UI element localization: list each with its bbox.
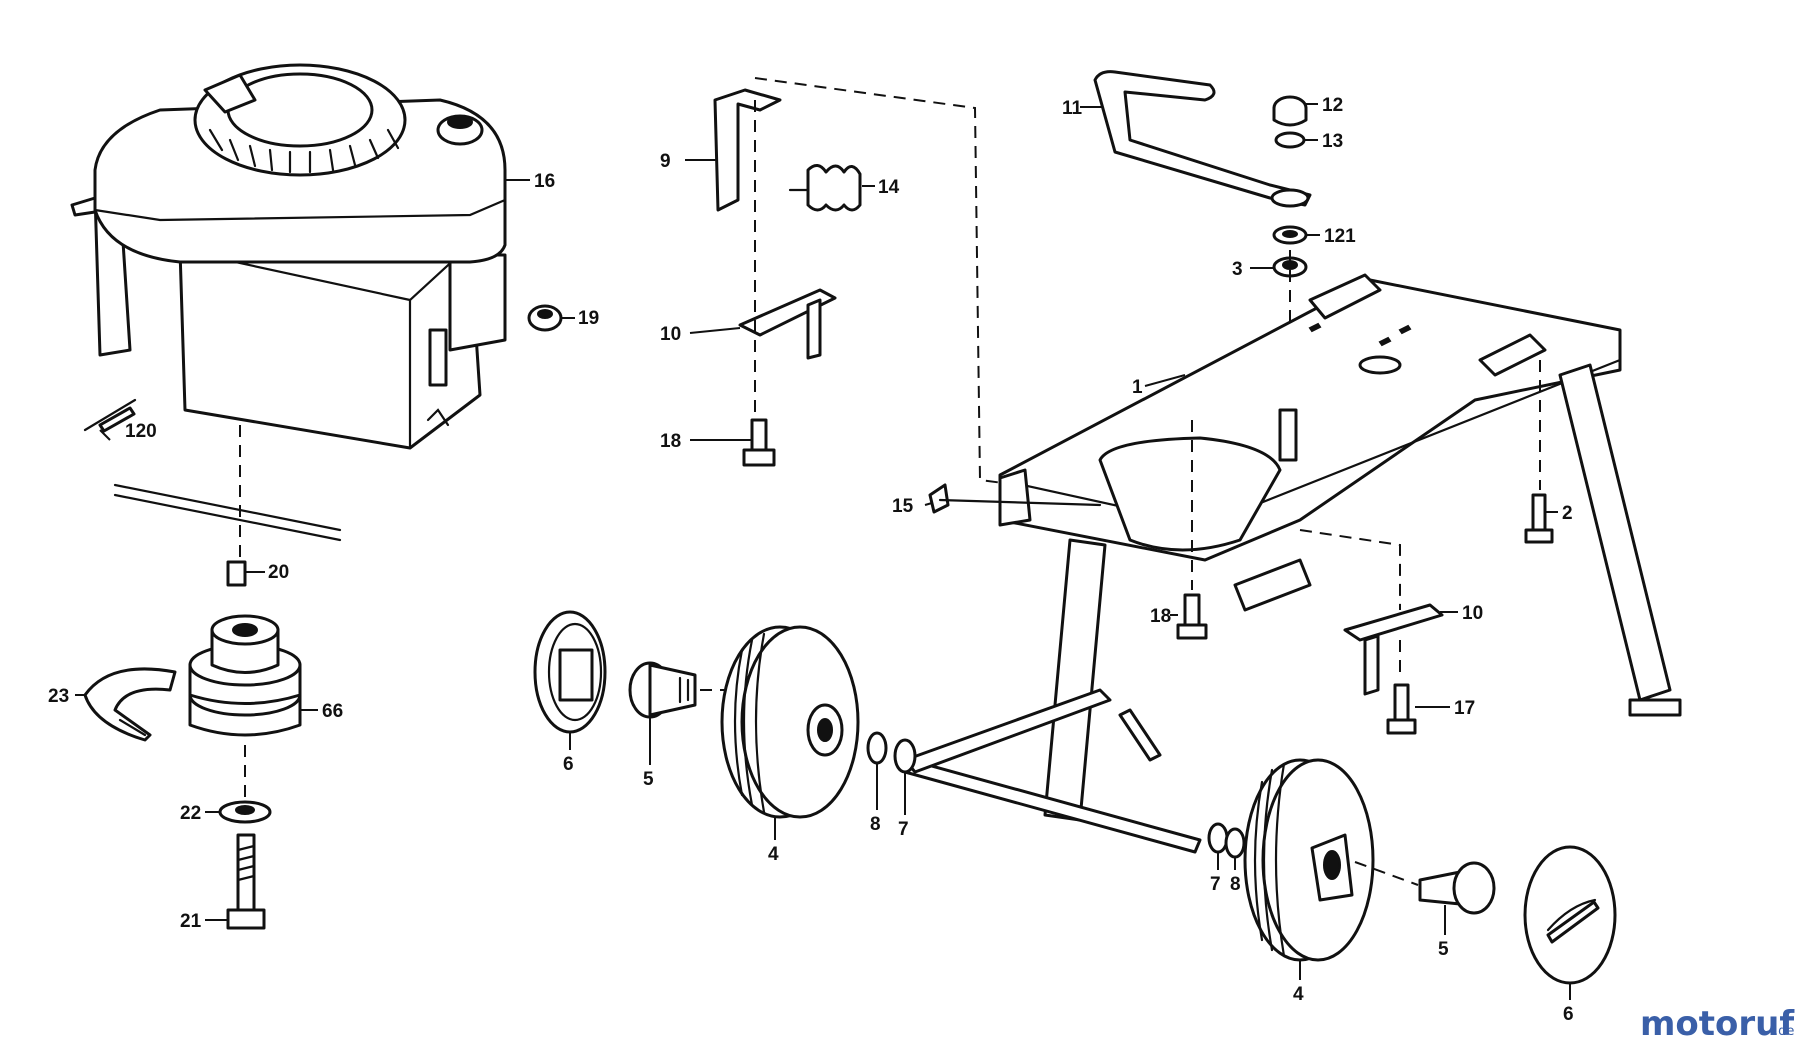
callout-6-left: 6 (563, 754, 574, 775)
logo-brand: motoruf (1640, 1004, 1795, 1044)
callout-18-mid: 18 (1150, 606, 1171, 627)
bolt-part-15 (928, 483, 1102, 514)
hub-cap-part-6-left (533, 610, 607, 734)
callout-5-left: 5 (643, 769, 654, 790)
engine-part-16 (70, 63, 507, 450)
callout-7-right: 7 (1210, 874, 1221, 895)
handle-eye (1270, 188, 1310, 208)
callout-1: 1 (1132, 377, 1143, 398)
nut-part-19 (527, 304, 563, 332)
callout-10-top: 10 (660, 324, 681, 345)
callout-3: 3 (1232, 259, 1243, 280)
washer-part-22 (218, 800, 272, 824)
callout-16: 16 (534, 171, 555, 192)
bracket-dashed-path (754, 77, 1096, 496)
spring-part-14 (788, 164, 862, 212)
washer-part-8-left (866, 731, 888, 765)
washer-part-7-right (1207, 822, 1229, 854)
callout-8-left: 8 (870, 814, 881, 835)
washer-part-13 (1274, 131, 1306, 149)
axle (903, 688, 1202, 854)
crankshaft-line-a (113, 483, 342, 532)
callout-17: 17 (1454, 698, 1475, 719)
nut-part-12 (1272, 95, 1308, 127)
leader-lines (75, 103, 1571, 1000)
callout-20: 20 (268, 562, 289, 583)
right-axle-centerline (1354, 861, 1419, 886)
bracket-10-dashed (1299, 529, 1401, 610)
frame-legs (1043, 363, 1682, 822)
bracket-part-10-top (738, 288, 837, 337)
callout-14: 14 (878, 177, 900, 198)
bolt-part-21 (226, 833, 266, 930)
callout-21: 21 (180, 911, 202, 932)
callout-11: 11 (1062, 98, 1083, 119)
callout-7-left: 7 (898, 819, 909, 840)
bracket-part-10-right (1343, 603, 1444, 642)
frame-part-1 (998, 273, 1622, 612)
callout-6-right: 6 (1563, 1004, 1574, 1025)
callout-2: 2 (1562, 503, 1573, 524)
callout-4-right: 4 (1293, 984, 1304, 1005)
axle-pin-part-5-left (628, 661, 697, 719)
belt-guard-part-23 (83, 667, 177, 742)
callout-18-top: 18 (660, 431, 681, 452)
callout-10-right: 10 (1462, 603, 1483, 624)
pulley-part-66 (188, 614, 302, 737)
callout-4-left: 4 (768, 844, 779, 865)
callout-23: 23 (48, 686, 69, 707)
belt-guard-spring (118, 718, 147, 737)
key-part-20 (226, 560, 247, 587)
washer-part-7-left (893, 738, 917, 774)
motoruf-logo[interactable]: motoruf .de (1640, 1004, 1795, 1044)
callout-9: 9 (660, 151, 671, 172)
bolt-part-18-mid (1176, 593, 1208, 640)
washer-part-8-right (1224, 827, 1246, 859)
callout-labels: 16 19 120 20 23 66 22 21 9 14 10 18 11 1… (48, 95, 1574, 1025)
callout-19: 19 (578, 308, 599, 329)
callout-22: 22 (180, 803, 201, 824)
washer-part-121 (1272, 225, 1308, 245)
logo-suffix: .de (1774, 1024, 1794, 1039)
wheel-part-4-left (720, 625, 860, 819)
bolt-part-17 (1386, 683, 1417, 735)
bolt-part-18-top (742, 418, 776, 467)
callout-121: 121 (1324, 226, 1356, 247)
wheel-part-4-right (1243, 758, 1375, 962)
callout-8-right: 8 (1230, 874, 1241, 895)
callout-13: 13 (1322, 131, 1343, 152)
hub-cap-part-6-right (1523, 845, 1617, 985)
axle-pin-part-5-right (1418, 861, 1496, 915)
crankshaft-line-b (113, 493, 342, 542)
bracket-part-9 (713, 88, 782, 212)
callout-66: 66 (322, 701, 343, 722)
bolt-part-2 (1524, 493, 1554, 544)
callout-5-right: 5 (1438, 939, 1449, 960)
callout-120: 120 (125, 421, 157, 442)
callout-15: 15 (892, 496, 914, 517)
callout-12: 12 (1322, 95, 1343, 116)
